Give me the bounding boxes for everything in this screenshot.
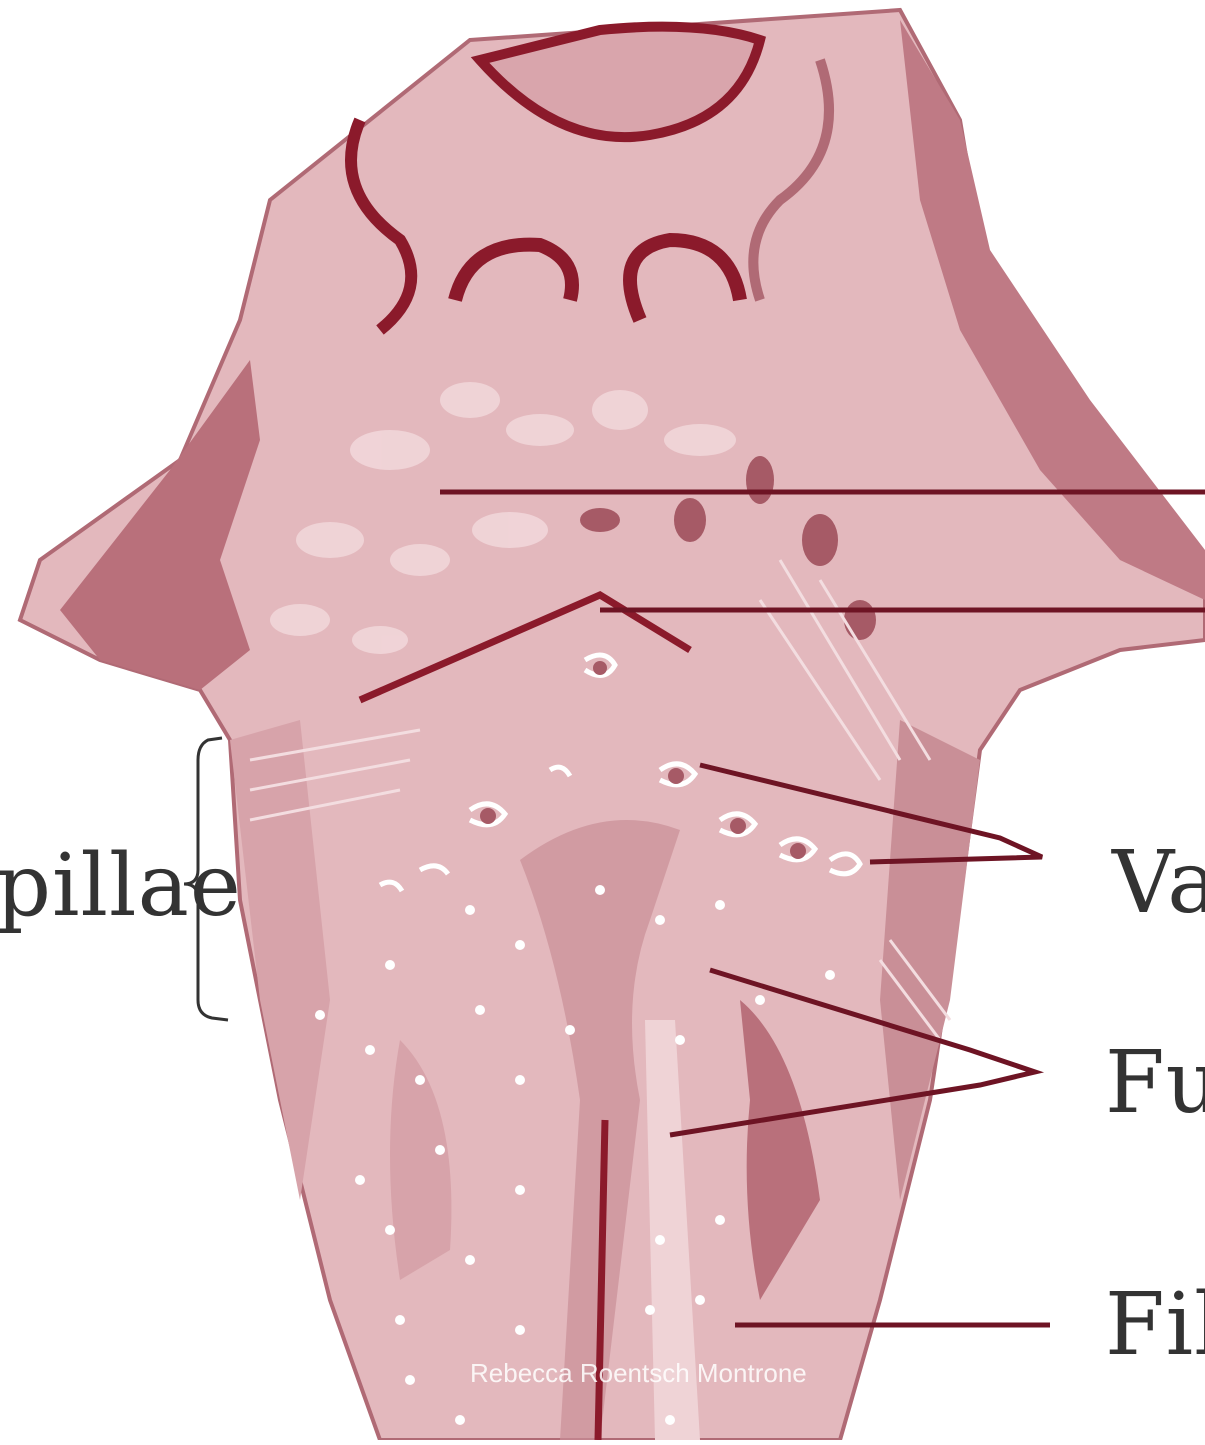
right-side-band <box>880 720 980 1200</box>
label-filiform: Fil <box>1105 1282 1205 1368</box>
watermark-text: Rebecca Roentsch Montrone <box>470 1358 807 1389</box>
label-fungiform: Fu <box>1105 1040 1205 1126</box>
label-papillae: pillae <box>0 843 242 929</box>
label-vallate: Va <box>1112 840 1205 926</box>
